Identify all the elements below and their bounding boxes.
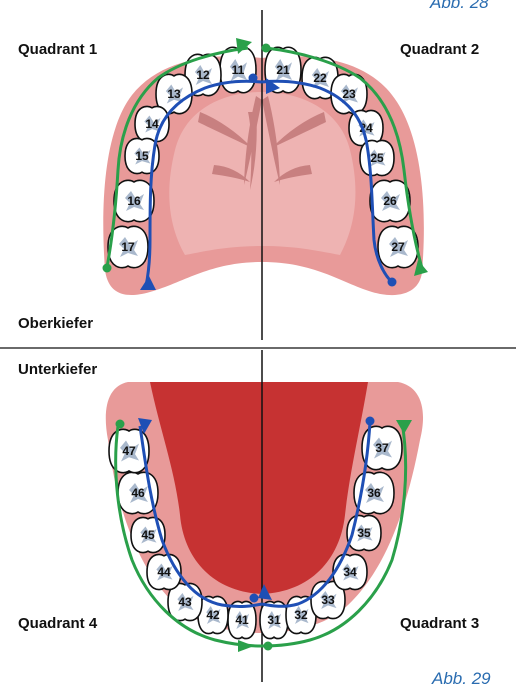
quadrant2-label: Quadrant 2: [400, 41, 479, 58]
tooth-number: 36: [367, 486, 381, 500]
tooth-number: 15: [135, 149, 149, 163]
upper-dot-q1-green: [103, 264, 112, 273]
tooth-number: 25: [370, 151, 384, 165]
tooth-number: 27: [391, 240, 405, 254]
quadrant4-label: Quadrant 4: [18, 615, 98, 632]
tooth-number: 34: [343, 565, 357, 579]
tooth-number: 42: [206, 608, 220, 622]
lower-dot-q3-blue: [366, 417, 375, 426]
figure-label-top: Abb. 28: [429, 0, 489, 12]
tooth-number: 12: [196, 68, 210, 82]
tooth-number: 46: [131, 486, 145, 500]
lower-dot-q4-blue: [250, 594, 259, 603]
tooth-number: 44: [157, 565, 171, 579]
tooth-25: 25: [360, 140, 394, 175]
lower-arrow-q4-green: [238, 640, 254, 652]
tooth-number: 33: [321, 593, 335, 607]
tooth-number: 17: [121, 240, 135, 254]
tooth-16: 16: [114, 180, 154, 221]
tooth-number: 13: [167, 87, 181, 101]
tooth-number: 43: [178, 595, 192, 609]
tooth-number: 21: [276, 63, 290, 77]
tooth-number: 26: [383, 194, 397, 208]
lower-jaw-label: Unterkiefer: [18, 361, 97, 378]
upper-dot-q1-blue: [249, 74, 258, 83]
figure-label-bottom: Abb. 29: [431, 669, 491, 686]
tooth-number: 41: [235, 613, 249, 627]
quadrant3-label: Quadrant 3: [400, 615, 479, 632]
upper-dot-q2-blue: [388, 278, 397, 287]
tooth-number: 22: [313, 71, 327, 85]
tooth-14: 14: [135, 106, 169, 141]
upper-dot-q2-green: [262, 44, 271, 53]
lower-dot-q4-green: [116, 420, 125, 429]
quadrant1-label: Quadrant 1: [18, 41, 97, 58]
lower-dot-q3-green: [264, 642, 273, 651]
tooth-11: 11: [220, 47, 256, 92]
tooth-34: 34: [333, 554, 367, 589]
tooth-number: 47: [122, 444, 136, 458]
tooth-number: 32: [294, 608, 308, 622]
tooth-number: 16: [127, 194, 141, 208]
tooth-number: 37: [375, 441, 389, 455]
tooth-number: 14: [145, 117, 159, 131]
tooth-number: 45: [141, 528, 155, 542]
tooth-number: 23: [342, 87, 356, 101]
tooth-26: 26: [370, 180, 410, 221]
tooth-number: 35: [357, 526, 371, 540]
tooth-number: 11: [232, 63, 245, 77]
tooth-17: 17: [108, 226, 148, 267]
tooth-number: 31: [267, 613, 281, 627]
upper-jaw-label: Oberkiefer: [18, 315, 93, 332]
